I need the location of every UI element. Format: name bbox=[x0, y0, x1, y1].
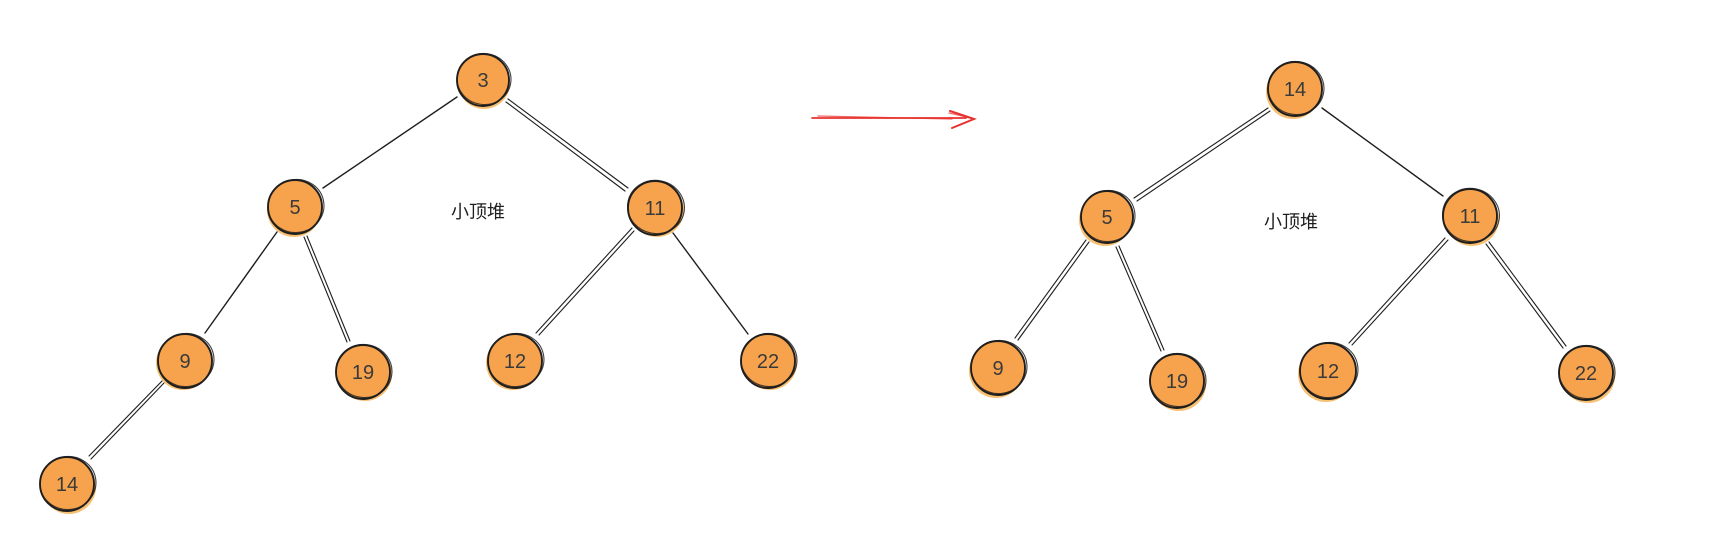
arrow-head-sketch bbox=[948, 112, 972, 119]
node-value: 9 bbox=[992, 358, 1003, 380]
node-value: 11 bbox=[1460, 206, 1481, 228]
edge-11-22 bbox=[1485, 241, 1567, 349]
node-sketch-stroke bbox=[487, 332, 545, 388]
edge-5-9 bbox=[204, 231, 278, 334]
min-heap-label-left: 小顶堆 bbox=[451, 202, 505, 222]
left-tree-node-12: 12 bbox=[486, 332, 545, 390]
edge-9-14 bbox=[88, 380, 165, 460]
min-heap-label-right: 小顶堆 bbox=[1264, 212, 1318, 232]
arrow-shaft-sketch bbox=[817, 115, 953, 120]
node-value: 22 bbox=[757, 351, 779, 373]
node-value: 11 bbox=[645, 198, 666, 220]
node-sketch-stroke bbox=[1267, 60, 1325, 116]
edge-11-12 bbox=[1348, 237, 1449, 346]
right-tree-node-5: 5 bbox=[1079, 189, 1136, 246]
left-tree-node-19: 19 bbox=[335, 343, 393, 401]
right-tree-node-12: 12 bbox=[1298, 341, 1359, 402]
node-sketch-stroke bbox=[1080, 189, 1136, 243]
node-sketch-stroke bbox=[1558, 344, 1616, 400]
left-tree-node-3: 3 bbox=[456, 52, 512, 109]
edge-5-19 bbox=[303, 235, 351, 343]
node-sketch-stroke bbox=[740, 332, 798, 388]
edge-3-5 bbox=[322, 96, 458, 189]
left-tree-node-5: 5 bbox=[267, 178, 325, 237]
node-sketch-stroke bbox=[627, 179, 685, 235]
left-tree-node-9: 9 bbox=[156, 332, 215, 390]
node-value: 12 bbox=[504, 351, 526, 373]
node-value: 14 bbox=[1284, 79, 1306, 101]
right-tree-node-22: 22 bbox=[1558, 344, 1616, 403]
left-tree: 3 5 11 9 19 bbox=[39, 52, 798, 514]
right-tree-node-9: 9 bbox=[969, 339, 1028, 398]
left-tree-edges bbox=[88, 96, 749, 460]
node-value: 5 bbox=[289, 197, 300, 219]
node-value: 14 bbox=[56, 474, 78, 496]
node-sketch-stroke bbox=[335, 343, 393, 399]
right-tree: 14 5 11 9 19 bbox=[969, 60, 1616, 411]
edge-5-19 bbox=[1115, 245, 1165, 352]
arrow-head bbox=[949, 110, 977, 129]
right-tree-node-19: 19 bbox=[1149, 352, 1207, 411]
left-tree-node-22: 22 bbox=[740, 332, 798, 390]
node-value: 9 bbox=[179, 351, 190, 373]
left-tree-node-11: 11 bbox=[627, 179, 685, 237]
node-sketch-stroke bbox=[1299, 341, 1359, 399]
edge-5-9 bbox=[1014, 239, 1090, 341]
node-sketch-stroke bbox=[1442, 187, 1500, 243]
edge-3-11 bbox=[505, 98, 629, 192]
edge-14-5 bbox=[1133, 107, 1271, 202]
node-value: 3 bbox=[477, 70, 488, 92]
node-sketch-stroke bbox=[1149, 352, 1207, 408]
right-tree-node-14: 14 bbox=[1266, 60, 1325, 119]
transform-arrow bbox=[811, 110, 977, 129]
edge-14-11 bbox=[1321, 107, 1444, 197]
node-sketch-stroke bbox=[970, 339, 1028, 395]
node-value: 5 bbox=[1101, 207, 1112, 229]
right-tree-edges bbox=[1014, 107, 1567, 352]
node-value: 19 bbox=[1166, 371, 1188, 393]
node-value: 12 bbox=[1317, 361, 1339, 383]
edge-11-22 bbox=[672, 232, 749, 335]
node-sketch-stroke bbox=[39, 455, 97, 511]
node-sketch-stroke bbox=[157, 332, 215, 388]
edge-11-12 bbox=[535, 227, 635, 336]
left-tree-node-14: 14 bbox=[39, 455, 97, 514]
node-sketch-stroke bbox=[267, 178, 325, 234]
right-tree-node-11: 11 bbox=[1442, 187, 1500, 246]
node-value: 22 bbox=[1575, 363, 1597, 385]
node-sketch-stroke bbox=[456, 52, 512, 106]
node-value: 19 bbox=[352, 362, 374, 384]
